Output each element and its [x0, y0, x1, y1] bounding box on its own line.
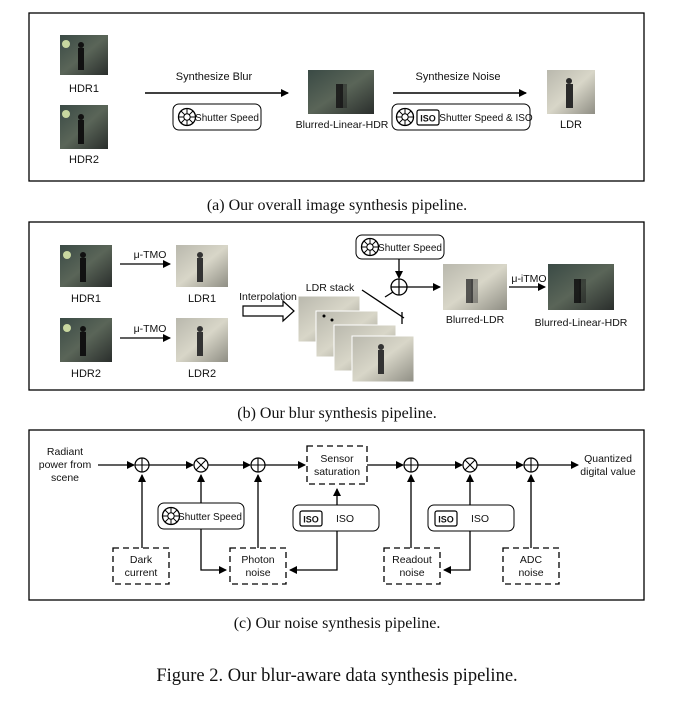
hdr1-label: HDR1 — [69, 83, 99, 95]
svg-text:noise: noise — [399, 567, 424, 579]
sum-node-b — [390, 278, 408, 296]
svg-text:scene: scene — [51, 472, 79, 484]
iso-label-1: ISO — [336, 513, 354, 525]
ldr1-image — [176, 245, 228, 287]
svg-text:ISO: ISO — [438, 515, 454, 525]
sum-node-2 — [250, 457, 266, 473]
hdr2-label: HDR2 — [69, 154, 99, 166]
synthesize-noise-label: Synthesize Noise — [416, 71, 501, 83]
shutter-icon — [177, 107, 197, 127]
stack-bracket — [361, 289, 405, 319]
svg-text:saturation: saturation — [314, 466, 360, 478]
caption-c: (c) Our noise synthesis pipeline. — [234, 615, 441, 632]
shutter-icon — [360, 237, 380, 257]
blurred-ldr-image — [443, 264, 507, 310]
panel-b: HDR1 μ-TMO LDR1 HDR2 μ-TMO LDR2 Interpol… — [28, 221, 645, 391]
ldr-label: LDR — [560, 119, 582, 131]
caption-b: (b) Our blur synthesis pipeline. — [237, 405, 437, 422]
ldr-image — [547, 70, 595, 114]
tmo-label-2: μ-TMO — [134, 323, 167, 335]
radiant-label: Radiant — [47, 446, 83, 458]
panel-a: HDR1 HDR2 Synthesize Blur Shutter Speed … — [28, 12, 645, 182]
ldr2-label: LDR2 — [188, 368, 216, 380]
tmo-label-1: μ-TMO — [134, 249, 167, 261]
hdr2-image-b — [60, 318, 112, 362]
ldr1-label: LDR1 — [188, 293, 216, 305]
readout-noise-label: Readout — [392, 554, 432, 566]
ldr-stack-images — [297, 295, 415, 383]
sum-node-1 — [134, 457, 150, 473]
iso-icon: ISO — [434, 510, 458, 527]
mult-node-2 — [462, 457, 478, 473]
shutter-iso-label: Shutter Speed & ISO — [439, 113, 533, 124]
iso-icon: ISO — [299, 510, 323, 527]
blurred-linear-hdr-label-b: Blurred-Linear-HDR — [535, 317, 628, 329]
photon-noise-label: Photon — [241, 554, 274, 566]
panel-b-frame — [28, 221, 645, 391]
svg-text:ISO: ISO — [420, 114, 436, 124]
svg-text:noise: noise — [518, 567, 543, 579]
figure-caption: Figure 2. Our blur-aware data synthesis … — [156, 666, 517, 686]
shutter-speed-label-c: Shutter Speed — [178, 512, 242, 523]
sum-node-3 — [403, 457, 419, 473]
ldr-stack-label: LDR stack — [306, 282, 355, 294]
shutter-speed-label-b: Shutter Speed — [378, 243, 442, 254]
blurred-linear-hdr-label: Blurred-Linear-HDR — [296, 119, 389, 131]
iso-icon: ISO — [416, 109, 440, 126]
svg-text:noise: noise — [245, 567, 270, 579]
hdr1-image-b — [60, 245, 112, 287]
blurred-ldr-label: Blurred-LDR — [446, 314, 505, 326]
itmo-label: μ-iTMO — [511, 273, 546, 285]
svg-text:current: current — [125, 567, 158, 579]
hdr1-label-b: HDR1 — [71, 293, 101, 305]
shutter-icon — [395, 107, 415, 127]
svg-text:ISO: ISO — [303, 515, 319, 525]
ldr2-image — [176, 318, 228, 362]
quantized-label: Quantized — [584, 453, 632, 465]
shutter-icon — [161, 506, 181, 526]
blurred-linear-hdr-image — [308, 70, 374, 114]
shutter-speed-box-a — [172, 103, 262, 131]
sensor-saturation-label: Sensor — [320, 453, 354, 465]
photon-noise-box — [229, 547, 287, 585]
synthesize-blur-label: Synthesize Blur — [176, 71, 253, 83]
shutter-speed-box-b — [355, 234, 445, 260]
mult-node-1 — [193, 457, 209, 473]
adc-noise-label: ADC — [520, 554, 543, 566]
svg-text:digital value: digital value — [580, 466, 636, 478]
interpolation-arrow — [242, 299, 295, 323]
sum-node-4 — [523, 457, 539, 473]
hdr1-image — [60, 35, 108, 75]
shutter-speed-label-a: Shutter Speed — [195, 113, 259, 124]
panel-a-frame — [28, 12, 645, 182]
iso-label-2: ISO — [471, 513, 489, 525]
dark-current-label: Dark — [130, 554, 153, 566]
svg-text:power from: power from — [39, 459, 92, 471]
hdr2-label-b: HDR2 — [71, 368, 101, 380]
adc-noise-box — [502, 547, 560, 585]
interpolation-label: Interpolation — [239, 291, 297, 303]
readout-noise-box — [383, 547, 441, 585]
panel-c: Radiant power from scene Sensor saturati… — [28, 429, 645, 601]
blurred-linear-hdr-image-b — [548, 264, 614, 310]
dark-current-box — [112, 547, 170, 585]
hdr2-image — [60, 105, 108, 149]
panel-c-frame — [28, 429, 645, 601]
sensor-saturation-box — [306, 445, 368, 485]
caption-a: (a) Our overall image synthesis pipeline… — [207, 197, 467, 214]
